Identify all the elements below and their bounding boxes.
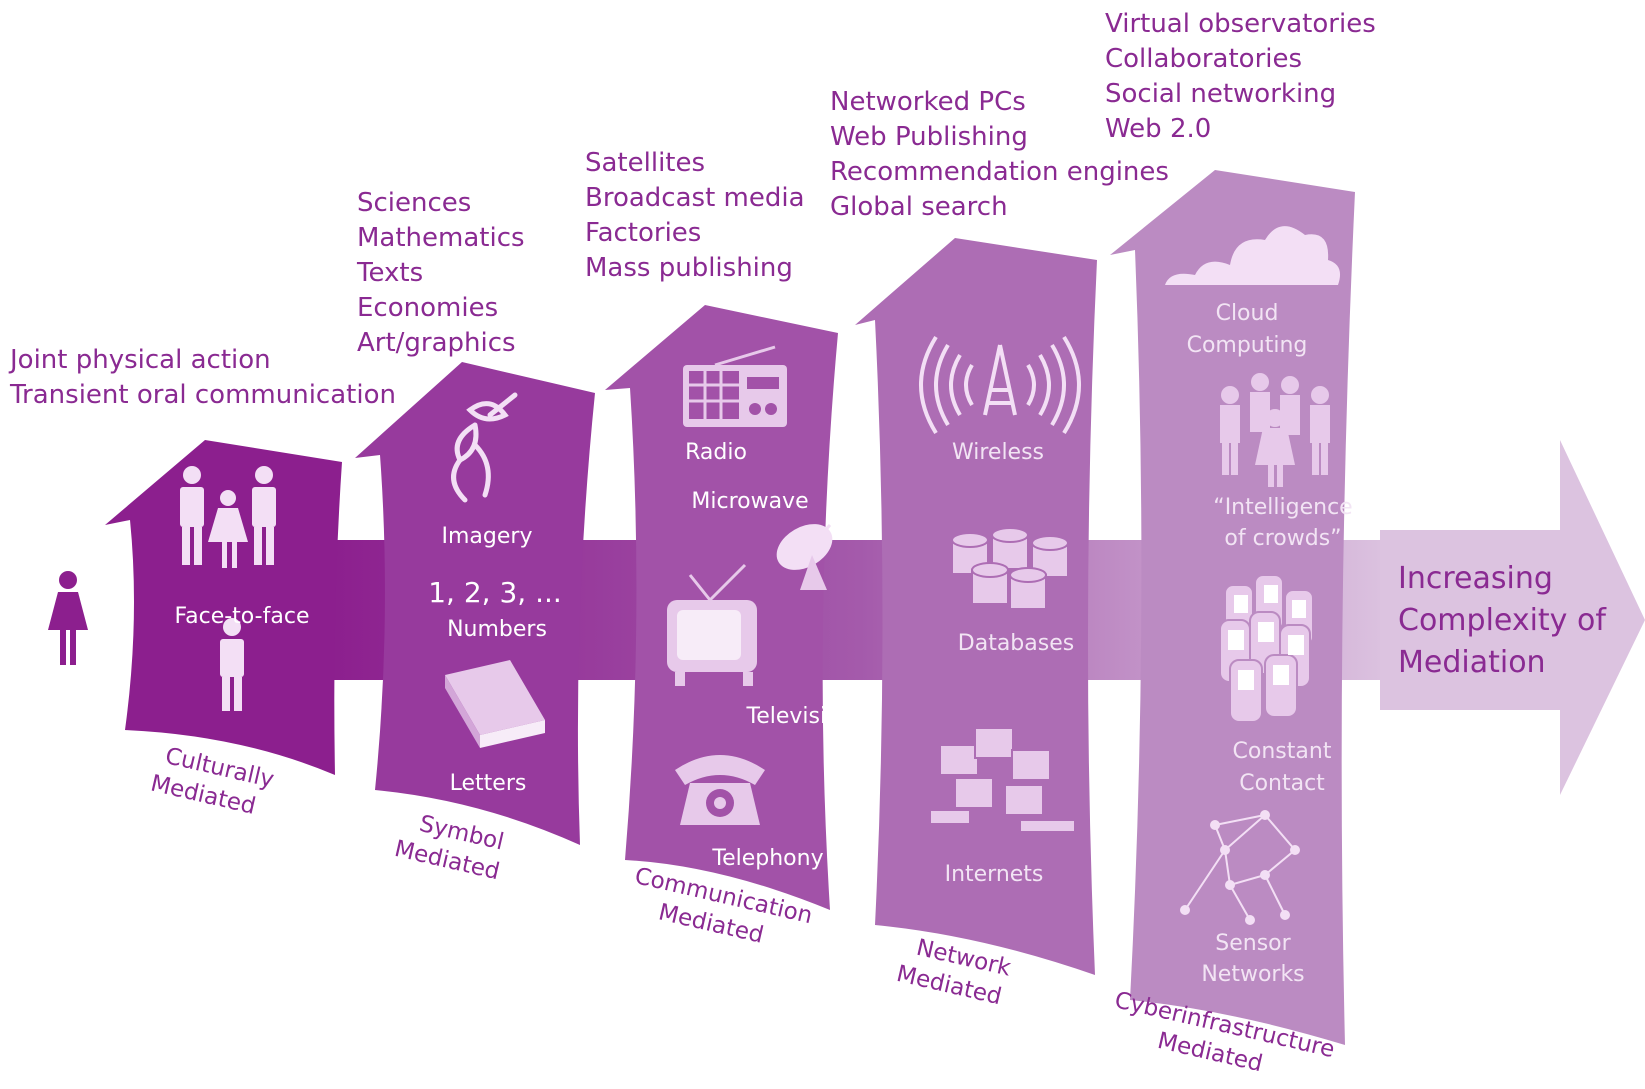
label-crowds-line1: “Intelligence [1213,495,1352,520]
header-item: Web Publishing [830,122,1028,152]
label-telephony: Telephony [711,846,823,871]
label-wireless: Wireless [952,440,1044,465]
label-letters: Letters [450,771,527,796]
label-cloud-line2: Computing [1187,333,1308,358]
stage-label-symbol: Symbol Mediated [392,811,506,885]
label-databases: Databases [958,631,1074,656]
header-item: Social networking [1105,79,1336,109]
header-culturally: Joint physical action Transient oral com… [8,345,396,410]
radio-icon [683,345,787,427]
label-internets: Internets [945,862,1044,887]
sensor-network-icon [1180,810,1300,925]
cloud-icon [1165,226,1341,285]
book-icon [445,660,545,748]
header-item: Joint physical action [8,345,271,375]
man-icon [220,618,244,711]
header-item: Satellites [585,148,705,178]
header-item: Collaboratories [1105,44,1302,74]
stage-label-culturally: Culturally Mediated [148,743,276,820]
arrow-body [1380,440,1645,795]
label-numbers: Numbers [447,617,547,642]
header-item: Factories [585,218,701,248]
header-cyber: Virtual observatories Collaboratories So… [1105,9,1376,144]
label-cloud-line1: Cloud [1216,301,1279,326]
header-item: Transient oral communication [9,380,396,410]
cave-drawing-icon [451,392,518,503]
label-crowds-line2: of crowds” [1224,526,1341,551]
database-icon [951,527,1069,610]
crowd-icon [1220,373,1330,487]
arrow-text-line2: Complexity of [1398,603,1607,638]
header-item: Networked PCs [830,87,1026,117]
label-microwave: Microwave [691,489,808,514]
header-symbol: Sciences Mathematics Texts Economies Art… [356,188,525,358]
header-communication: Satellites Broadcast media Factories Mas… [585,148,805,283]
header-item: Texts [356,258,423,288]
computers-icon [929,727,1076,833]
label-face-to-face: Face-to-face [175,604,310,629]
header-item: Sciences [357,188,471,218]
label-imagery: Imagery [442,524,533,549]
satellite-dish-icon [776,523,833,590]
panel-culturally-mediated [105,440,342,775]
label-contact-line1: Constant [1233,739,1332,764]
arrow-caption: Increasing Complexity of Mediation [1398,561,1607,680]
mobile-phones-icon [1219,574,1314,723]
label-contact-line2: Contact [1239,771,1325,796]
telephone-icon [675,755,765,825]
label-television: Television [746,704,854,729]
antenna-icon [919,335,1081,435]
panel-labels: Face-to-face Imagery 1, 2, 3, ... Number… [175,301,1353,987]
arrow-text-line3: Mediation [1398,645,1546,680]
label-sensors-line1: Sensor [1215,931,1291,956]
woman-icon [48,571,88,665]
header-network: Networked PCs Web Publishing Recommendat… [830,87,1169,222]
television-icon [667,563,757,686]
header-item: Global search [830,192,1008,222]
panel-shape [105,440,342,775]
header-item: Web 2.0 [1105,114,1211,144]
header-item: Mass publishing [585,253,793,283]
header-item: Art/graphics [357,328,516,358]
label-radio: Radio [685,440,747,465]
header-item: Broadcast media [585,183,805,213]
header-item: Virtual observatories [1105,9,1376,39]
family-icon [180,466,276,568]
header-item: Economies [357,293,498,323]
header-item: Recommendation engines [830,157,1169,187]
label-sensors-line2: Networks [1201,962,1304,987]
header-item: Mathematics [357,223,525,253]
arrow-text-line1: Increasing [1398,561,1553,596]
label-numbers-sample: 1, 2, 3, ... [428,576,562,609]
